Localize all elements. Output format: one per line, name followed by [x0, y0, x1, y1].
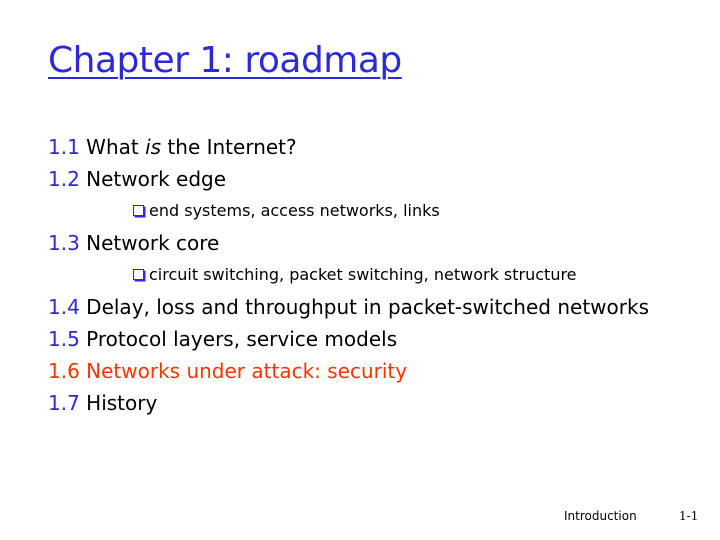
item-text: History	[79, 391, 158, 415]
list-item-1-4: 1.4 Delay, loss and throughput in packet…	[48, 291, 688, 323]
list-item-1-6: 1.6 Networks under attack: security	[48, 355, 688, 387]
checkbox-square-icon	[133, 268, 144, 280]
page-number: 1-1	[679, 509, 699, 523]
item-text: Network edge	[79, 167, 227, 191]
item-text: Delay, loss and throughput in packet-swi…	[79, 295, 649, 319]
sub-item-text: end systems, access networks, links	[149, 201, 440, 220]
sub-item-1-3: circuit switching, packet switching, net…	[133, 259, 688, 291]
item-text: Network core	[79, 231, 220, 255]
item-number: 1.7	[48, 391, 80, 415]
footer-label: Introduction	[564, 509, 637, 523]
roadmap-list: 1.1 What is the Internet? 1.2 Network ed…	[48, 131, 688, 419]
item-number: 1.3	[48, 231, 80, 255]
list-item-1-3: 1.3 Network core	[48, 227, 688, 259]
item-text: the Internet?	[161, 135, 297, 159]
list-item-1-5: 1.5 Protocol layers, service models	[48, 323, 688, 355]
item-number: 1.6	[48, 359, 80, 383]
list-item-1-7: 1.7 History	[48, 387, 688, 419]
item-text-emphasis: is	[145, 135, 162, 159]
item-text: What	[79, 135, 146, 159]
list-item-1-2: 1.2 Network edge	[48, 163, 688, 195]
sub-item-1-2: end systems, access networks, links	[133, 195, 688, 227]
sub-item-text: circuit switching, packet switching, net…	[149, 265, 577, 284]
item-text: Networks under attack: security	[79, 359, 408, 383]
item-number: 1.5	[48, 327, 80, 351]
list-item-1-1: 1.1 What is the Internet?	[48, 131, 688, 163]
item-text: Protocol layers, service models	[79, 327, 398, 351]
slide-title: Chapter 1: roadmap	[48, 40, 402, 81]
item-number: 1.1	[48, 135, 80, 159]
item-number: 1.2	[48, 167, 80, 191]
checkbox-square-icon	[133, 204, 144, 216]
item-number: 1.4	[48, 295, 80, 319]
